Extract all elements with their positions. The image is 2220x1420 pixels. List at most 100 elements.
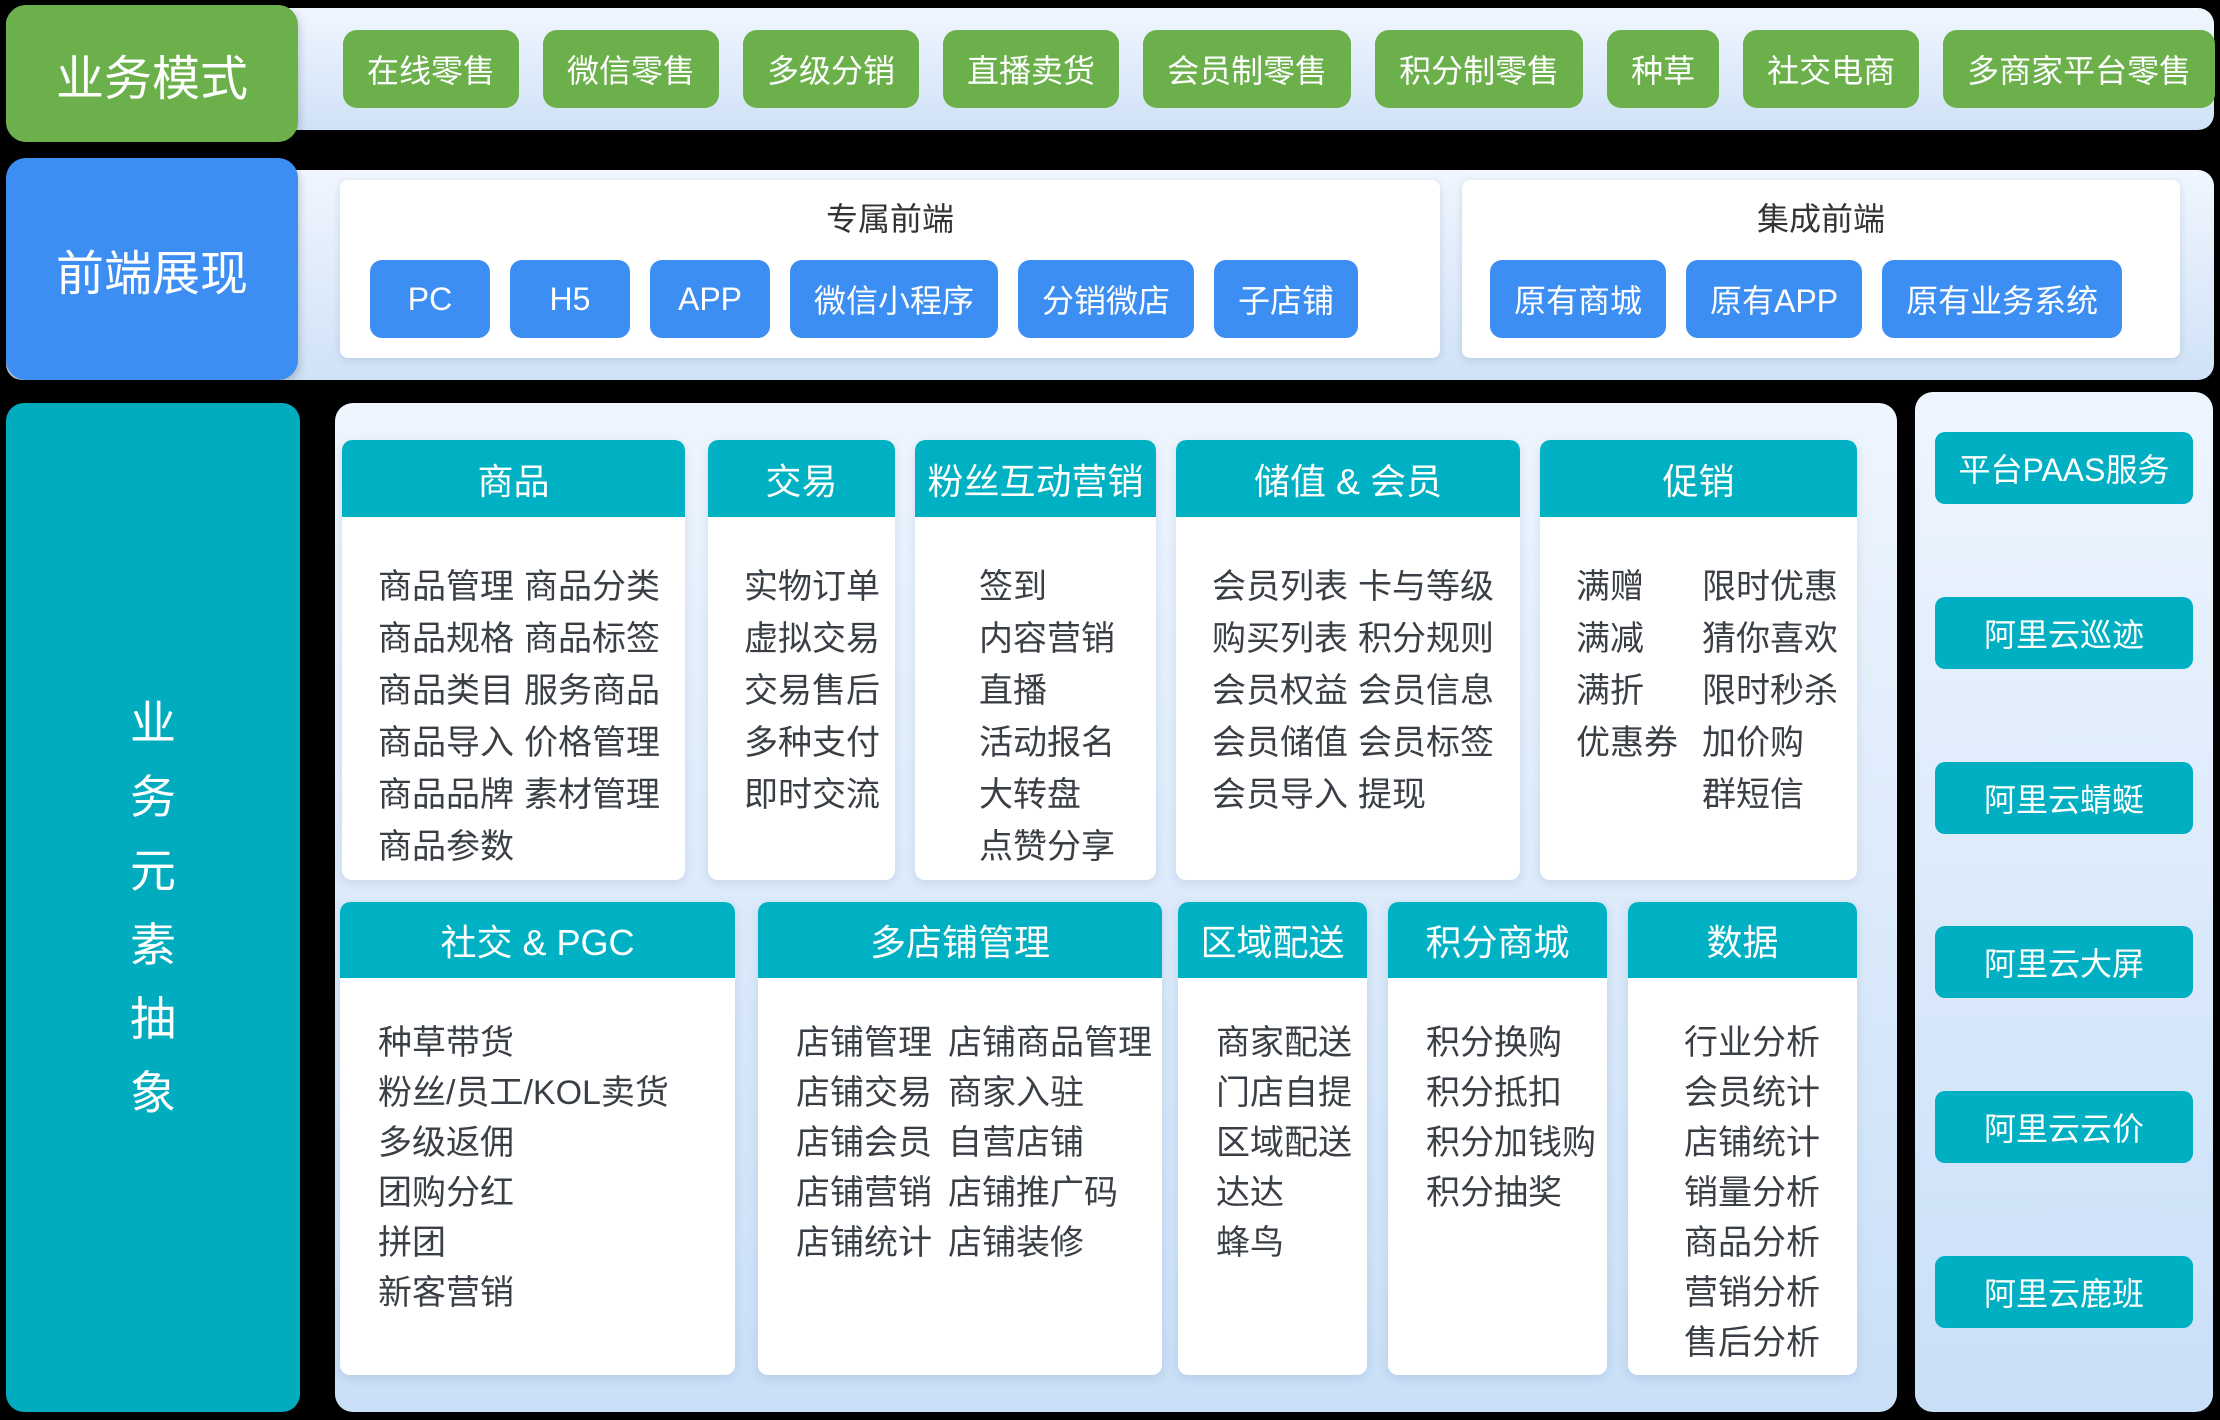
feature-card: 区域配送商家配送门店自提区域配送达达蜂鸟 bbox=[1178, 902, 1367, 1375]
dedicated-frontend-item[interactable]: PC bbox=[370, 260, 490, 338]
feature-list: 店铺管理店铺交易店铺会员店铺营销店铺统计 bbox=[796, 1018, 948, 1268]
business-model-item[interactable]: 会员制零售 bbox=[1143, 30, 1352, 108]
business-model-item[interactable]: 多级分销 bbox=[743, 30, 920, 108]
paas-service-button[interactable]: 阿里云蜻蜓 bbox=[1935, 761, 2193, 834]
feature-item: 会员导入 bbox=[1212, 776, 1348, 814]
dedicated-frontend-item[interactable]: 微信小程序 bbox=[790, 260, 999, 338]
dedicated-frontend-title: 专属前端 bbox=[825, 201, 954, 237]
business-model-item[interactable]: 积分制零售 bbox=[1375, 30, 1584, 108]
business-model-item[interactable]: 微信零售 bbox=[543, 30, 720, 108]
abstraction-sidebar: 业 务 元 素 抽 象 bbox=[6, 403, 300, 1412]
feature-card-body: 满赠满减满折优惠券限时优惠猜你喜欢限时秒杀加价购群短信 bbox=[1540, 517, 1857, 821]
paas-service-button[interactable]: 阿里云大屏 bbox=[1935, 926, 2193, 999]
paas-title-button[interactable]: 平台PAAS服务 bbox=[1935, 432, 2193, 504]
paas-service-button[interactable]: 阿里云鹿班 bbox=[1935, 1255, 2193, 1328]
abstraction-sidebar-label: 业 务 元 素 抽 象 bbox=[130, 696, 176, 1119]
integrated-frontend-item[interactable]: 原有商城 bbox=[1490, 260, 1667, 338]
feature-item: 价格管理 bbox=[524, 724, 660, 762]
feature-list: 实物订单虚拟交易交易售后多种支付即时交流 bbox=[744, 561, 880, 821]
feature-list: 签到内容营销直播活动报名大转盘点赞分享 bbox=[979, 561, 1115, 873]
feature-item: 商品管理 bbox=[378, 568, 514, 606]
business-model-item[interactable]: 直播卖货 bbox=[943, 30, 1120, 108]
feature-card-title: 区域配送 bbox=[1178, 902, 1367, 978]
feature-item: 满折 bbox=[1576, 672, 1644, 710]
business-model-item[interactable]: 多商家平台零售 bbox=[1943, 30, 2216, 108]
feature-item: 素材管理 bbox=[524, 776, 660, 814]
feature-item: 行业分析 bbox=[1684, 1024, 1820, 1062]
feature-card-body: 商品管理商品规格商品类目商品导入商品品牌商品参数商品分类商品标签服务商品价格管理… bbox=[342, 517, 685, 873]
feature-item: 商品品牌 bbox=[378, 776, 514, 814]
feature-item: 粉丝/员工/KOL卖货 bbox=[378, 1074, 669, 1112]
feature-item: 积分抽奖 bbox=[1426, 1174, 1562, 1212]
feature-list: 满赠满减满折优惠券 bbox=[1576, 561, 1702, 821]
feature-item: 签到 bbox=[979, 568, 1047, 606]
feature-list: 积分换购积分抵扣积分加钱购积分抽奖 bbox=[1426, 1018, 1596, 1218]
business-model-item[interactable]: 种草 bbox=[1607, 30, 1720, 108]
feature-item: 虚拟交易 bbox=[744, 620, 880, 658]
feature-item: 限时优惠 bbox=[1702, 568, 1838, 606]
integrated-frontend-item[interactable]: 原有业务系统 bbox=[1882, 260, 2123, 338]
feature-item: 会员信息 bbox=[1358, 672, 1494, 710]
feature-item: 点赞分享 bbox=[979, 828, 1115, 866]
business-model-button-row: 在线零售微信零售多级分销直播卖货会员制零售积分制零售种草社交电商多商家平台零售 bbox=[343, 30, 2216, 108]
feature-item: 服务商品 bbox=[524, 672, 660, 710]
feature-item: 积分抵扣 bbox=[1426, 1074, 1562, 1112]
feature-item: 内容营销 bbox=[979, 620, 1115, 658]
business-model-item[interactable]: 社交电商 bbox=[1743, 30, 1920, 108]
feature-item: 积分换购 bbox=[1426, 1024, 1562, 1062]
feature-item: 提现 bbox=[1358, 776, 1426, 814]
feature-item: 商品导入 bbox=[378, 724, 514, 762]
feature-item: 店铺商品管理 bbox=[948, 1024, 1152, 1062]
feature-item: 店铺会员 bbox=[796, 1124, 932, 1162]
feature-card-title: 商品 bbox=[342, 440, 685, 517]
feature-card: 粉丝互动营销签到内容营销直播活动报名大转盘点赞分享 bbox=[915, 440, 1156, 880]
feature-item: 区域配送 bbox=[1216, 1124, 1352, 1162]
feature-card: 积分商城积分换购积分抵扣积分加钱购积分抽奖 bbox=[1388, 902, 1607, 1375]
feature-item: 直播 bbox=[979, 672, 1047, 710]
feature-item: 优惠券 bbox=[1576, 724, 1678, 762]
feature-item: 卡与等级 bbox=[1358, 568, 1494, 606]
feature-item: 商品参数 bbox=[378, 828, 514, 866]
feature-card-title: 粉丝互动营销 bbox=[915, 440, 1156, 517]
feature-list: 行业分析会员统计店铺统计销量分析商品分析营销分析售后分析 bbox=[1684, 1018, 1820, 1368]
feature-item: 限时秒杀 bbox=[1702, 672, 1838, 710]
feature-item: 店铺管理 bbox=[796, 1024, 932, 1062]
feature-list: 商家配送门店自提区域配送达达蜂鸟 bbox=[1216, 1018, 1352, 1268]
feature-item: 蜂鸟 bbox=[1216, 1224, 1284, 1262]
feature-card-body: 签到内容营销直播活动报名大转盘点赞分享 bbox=[915, 517, 1156, 873]
dedicated-frontend-item[interactable]: 分销微店 bbox=[1018, 260, 1195, 338]
business-model-item[interactable]: 在线零售 bbox=[343, 30, 520, 108]
integrated-frontend-item[interactable]: 原有APP bbox=[1686, 260, 1863, 338]
feature-item: 会员统计 bbox=[1684, 1074, 1820, 1112]
feature-card-title: 积分商城 bbox=[1388, 902, 1607, 978]
feature-card-title: 多店铺管理 bbox=[758, 902, 1162, 978]
feature-item: 交易售后 bbox=[744, 672, 880, 710]
dedicated-frontend-item[interactable]: 子店铺 bbox=[1214, 260, 1359, 338]
business-model-label-text: 业务模式 bbox=[55, 52, 248, 106]
feature-item: 会员列表 bbox=[1212, 568, 1348, 606]
paas-service-button[interactable]: 阿里云巡迹 bbox=[1935, 596, 2193, 669]
feature-item: 猜你喜欢 bbox=[1702, 620, 1838, 658]
feature-item: 销量分析 bbox=[1684, 1174, 1820, 1212]
feature-item: 店铺推广码 bbox=[948, 1174, 1118, 1212]
dedicated-frontend-item[interactable]: H5 bbox=[510, 260, 630, 338]
feature-card-body: 种草带货粉丝/员工/KOL卖货多级返佣团购分红拼团新客营销 bbox=[340, 978, 735, 1318]
abstraction-panel: 商品商品管理商品规格商品类目商品导入商品品牌商品参数商品分类商品标签服务商品价格… bbox=[335, 403, 1897, 1412]
paas-service-button[interactable]: 阿里云云价 bbox=[1935, 1091, 2193, 1164]
feature-list: 卡与等级积分规则会员信息会员标签提现 bbox=[1358, 561, 1494, 821]
feature-item: 商家配送 bbox=[1216, 1024, 1352, 1062]
feature-item: 多种支付 bbox=[744, 724, 880, 762]
feature-item: 多级返佣 bbox=[378, 1124, 514, 1162]
feature-card-title: 促销 bbox=[1540, 440, 1857, 517]
feature-card: 多店铺管理店铺管理店铺交易店铺会员店铺营销店铺统计店铺商品管理商家入驻自营店铺店… bbox=[758, 902, 1162, 1375]
dedicated-frontend-item[interactable]: APP bbox=[650, 260, 770, 338]
feature-list: 店铺商品管理商家入驻自营店铺店铺推广码店铺装修 bbox=[948, 1018, 1152, 1268]
feature-card: 交易实物订单虚拟交易交易售后多种支付即时交流 bbox=[708, 440, 895, 880]
feature-item: 门店自提 bbox=[1216, 1074, 1352, 1112]
feature-card-body: 会员列表购买列表会员权益会员储值会员导入卡与等级积分规则会员信息会员标签提现 bbox=[1176, 517, 1520, 821]
feature-item: 商品类目 bbox=[378, 672, 514, 710]
frontend-label: 前端展现 bbox=[6, 158, 298, 380]
feature-card: 数据行业分析会员统计店铺统计销量分析商品分析营销分析售后分析 bbox=[1628, 902, 1857, 1375]
feature-item: 店铺营销 bbox=[796, 1174, 932, 1212]
